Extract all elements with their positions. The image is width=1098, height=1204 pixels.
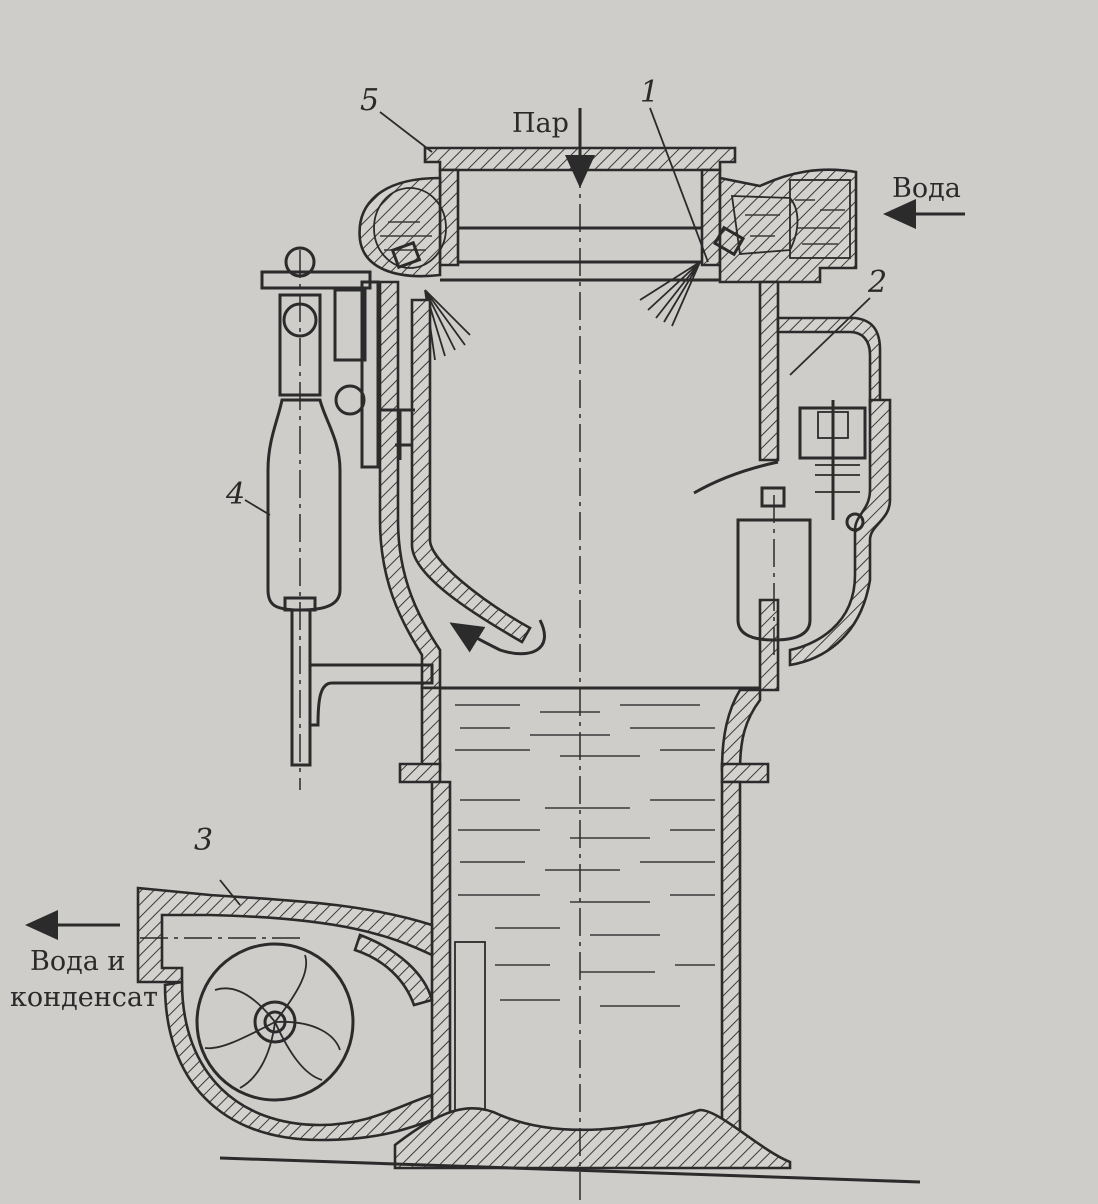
label-water-out-2: конденсат (10, 982, 158, 1013)
label-num-5: 5 (360, 83, 379, 118)
actuator (260, 246, 434, 790)
circulation-arrow (449, 619, 546, 656)
right-water-surface (745, 199, 845, 245)
label-num-3: 3 (194, 823, 213, 858)
label-num-4: 4 (225, 477, 245, 512)
impeller (204, 954, 341, 1089)
pump (136, 886, 434, 1142)
label-water-out-1: Вода и (30, 946, 125, 977)
lower-water-surface (455, 704, 715, 1007)
condenser-body (219, 146, 921, 1200)
label-num-1: 1 (640, 75, 659, 110)
label-num-2: 2 (867, 265, 887, 300)
label-steam: Пар (512, 108, 569, 139)
float-valve (736, 316, 892, 667)
label-water-in: Вода (892, 173, 961, 204)
